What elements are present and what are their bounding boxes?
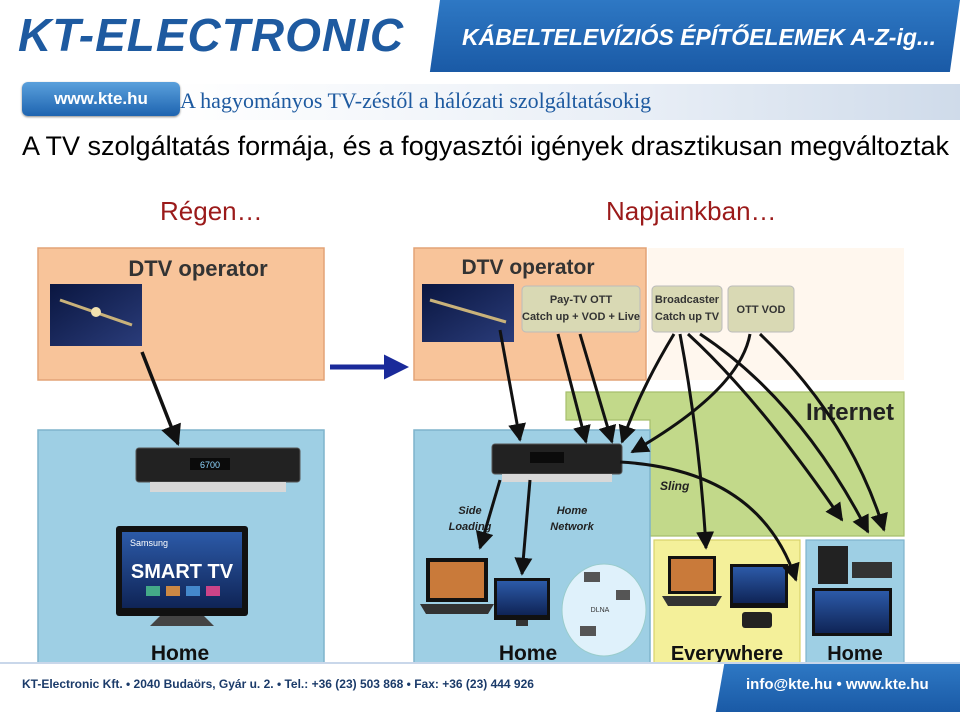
footer-contact[interactable]: info@kte.hu • www.kte.hu — [746, 676, 929, 693]
svg-text:6700: 6700 — [200, 460, 220, 470]
svg-text:Catch up + VOD + Live: Catch up + VOD + Live — [522, 311, 640, 323]
tablet-icon — [742, 612, 772, 628]
left-operator-label: DTV operator — [128, 256, 268, 281]
slide-subtitle: A hagyományos TV-zéstől a hálózati szolg… — [180, 88, 652, 113]
right-operator-label: DTV operator — [461, 256, 594, 279]
everywhere-label: Everywhere — [671, 643, 783, 665]
svg-text:Home: Home — [557, 505, 588, 517]
footer-company-info: KT-Electronic Kft. • 2040 Budaörs, Gyár … — [22, 677, 534, 691]
svg-text:OTT VOD: OTT VOD — [737, 304, 786, 316]
svg-text:Catch up TV: Catch up TV — [655, 311, 720, 323]
ott-vod-box: OTT VOD — [727, 285, 795, 333]
satellite-icon-right — [422, 284, 514, 342]
left-signal-arrow — [140, 351, 181, 446]
set-top-box-icon-right — [491, 443, 623, 482]
connection-arrows — [475, 329, 888, 582]
svg-text:DLNA: DLNA — [591, 607, 610, 614]
header-tagline: KÁBELTELEVÍZIÓS ÉPÍTŐELEMEK A-Z-ig... — [462, 24, 937, 50]
subtitle-bar — [170, 84, 960, 120]
tv-evolution-diagram: DTV operator 6700 Samsung SMART TV Home — [37, 247, 905, 665]
dlna-network-icon: DLNA — [561, 563, 647, 657]
home2-label: Home — [827, 643, 883, 665]
laptop-icon — [420, 558, 494, 614]
console-icon — [818, 546, 848, 584]
svg-text:Network: Network — [550, 521, 594, 533]
sling-label: Sling — [660, 479, 690, 493]
right-home2-box: Home — [805, 539, 905, 665]
left-home-label: Home — [151, 642, 209, 665]
set-top-box-icon: 6700 — [135, 447, 301, 492]
right-home-label: Home — [499, 642, 557, 665]
pay-tv-ott-box — [521, 285, 641, 333]
svg-text:Side: Side — [458, 505, 481, 517]
right-home-box: Side Loading Home Network DLNA Home — [413, 429, 651, 665]
broadcaster-box: Broadcaster Catch up TV — [651, 285, 723, 333]
column-title-now: Napjainkban… — [606, 196, 777, 226]
slide-heading: A TV szolgáltatás formája, és a fogyaszt… — [22, 131, 949, 161]
svg-text:Samsung: Samsung — [130, 538, 168, 548]
column-title-before: Régen… — [160, 196, 263, 226]
header-left — [0, 0, 450, 72]
laptop-icon-everywhere — [662, 596, 722, 606]
company-logo: KT-ELECTRONIC — [18, 9, 405, 61]
everywhere-box: Everywhere — [653, 539, 801, 665]
smart-tv-icon-right — [494, 578, 550, 626]
svg-text:Pay-TV OTT: Pay-TV OTT — [550, 294, 613, 306]
left-home-box: 6700 Samsung SMART TV Home — [37, 429, 325, 665]
url-pill[interactable]: www.kte.hu — [22, 82, 180, 116]
left-operator-box: DTV operator — [37, 247, 325, 381]
smart-tv-icon: Samsung SMART TV — [116, 526, 248, 626]
svg-text:SMART TV: SMART TV — [131, 561, 234, 583]
svg-text:Broadcaster: Broadcaster — [655, 294, 720, 306]
right-operator-box: DTV operator Pay-TV OTT Catch up + VOD +… — [413, 247, 647, 381]
